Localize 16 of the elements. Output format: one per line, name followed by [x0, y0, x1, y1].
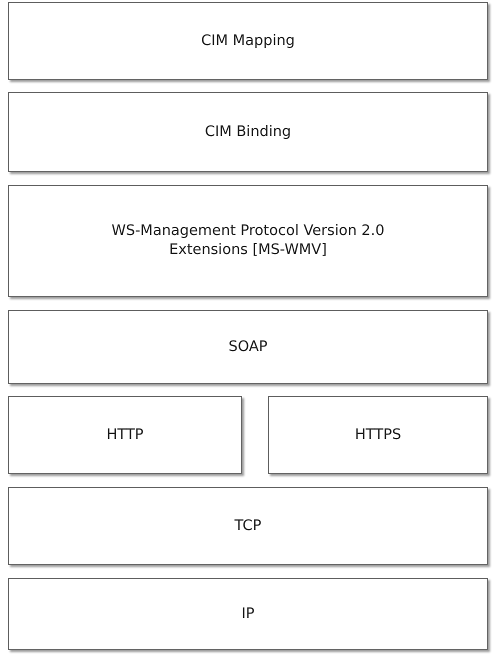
layer-label: IP	[241, 604, 255, 624]
layer-label: CIM Binding	[204, 122, 292, 142]
protocol-layer-box	[8, 396, 242, 474]
layer-label: SOAP	[228, 338, 268, 356]
protocol-layer-box	[8, 2, 488, 80]
protocol-layer-box	[8, 487, 488, 565]
protocol-layer-box	[8, 92, 488, 172]
protocol-layer-box	[268, 396, 488, 474]
layer-label: CIM Mapping	[201, 32, 295, 50]
protocol-layer-box	[8, 578, 488, 650]
layer-label: HTTP	[106, 426, 144, 444]
protocol-layer-box	[8, 185, 488, 297]
layer-label: TCP	[234, 516, 262, 536]
layer-label: HTTPS	[354, 426, 402, 444]
layer-label: WS-Management Protocol Version 2.0 Extensions [MS-WMV]	[110, 222, 386, 260]
protocol-layer-box	[8, 310, 488, 384]
